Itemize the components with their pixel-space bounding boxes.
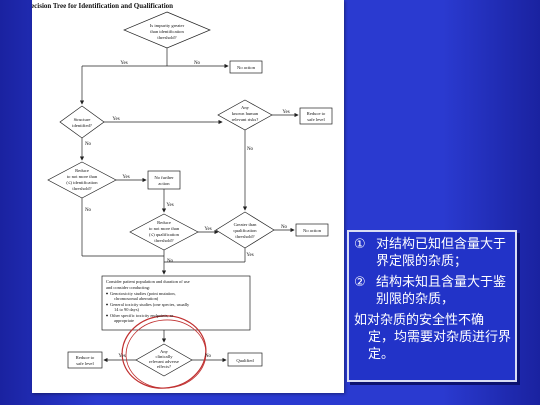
qualified-label: Qualified xyxy=(236,358,254,363)
reduce-bottom-line2: safe level xyxy=(76,361,94,366)
document-page: Decision Tree for Identification and Qua… xyxy=(32,0,344,393)
adverse-line3: relevant adverse xyxy=(149,359,179,364)
label-no-5: No xyxy=(281,225,288,230)
decision-adverse-effects xyxy=(135,343,193,377)
greater-qual-line3: threshold? xyxy=(235,234,254,239)
note-item-1: ① 对结构已知但含量大于界定限的杂质； xyxy=(354,236,511,270)
decision-structure-identified xyxy=(59,105,105,139)
reduce-top-line1: Reduce to xyxy=(307,111,326,116)
reduce-qual-line4: threshold? xyxy=(154,238,173,243)
note-item-2: ② 结构未知且含量大于鉴别限的杂质， xyxy=(354,274,511,308)
notes-box: ① 对结构已知但含量大于界定限的杂质； ② 结构未知且含量大于鉴别限的杂质， 如… xyxy=(347,230,517,382)
label-no-6: No xyxy=(167,259,174,264)
note-paragraph-rest: 定，均需要对杂质进行界定。 xyxy=(368,330,512,362)
box-no-further-action xyxy=(147,170,181,190)
structure-line2: identified? xyxy=(72,123,92,128)
diagram-title: Decision Tree for Identification and Qua… xyxy=(32,2,173,10)
reduce-qual-line1: Reduce xyxy=(157,220,171,225)
box-no-action-2 xyxy=(295,223,329,237)
box-text-line5: General toxicity studies (one species, u… xyxy=(110,302,190,308)
box-qualified xyxy=(227,352,263,367)
box-text-line1: Consider patient population and duration… xyxy=(106,279,190,284)
adverse-line4: effects? xyxy=(157,364,171,369)
note-paragraph-first: 如对杂质的安全性不确 xyxy=(354,313,485,328)
bullet-1 xyxy=(106,292,108,295)
label-yes-1: Yes xyxy=(120,61,127,66)
d1-line1: Is impurity greater xyxy=(150,23,185,28)
box-text-line3: Genotoxicity studies (point mutation, xyxy=(110,291,176,297)
label-no-2: No xyxy=(247,147,254,152)
adverse-line1: Any xyxy=(160,349,169,354)
label-no-7: No xyxy=(205,354,212,359)
label-yes-4: Yes xyxy=(122,175,129,180)
note-item-2-text: 结构未知且含量大于鉴别限的杂质， xyxy=(376,275,507,307)
adverse-line2: clinically xyxy=(155,354,173,359)
greater-qual-line1: Greater than xyxy=(234,222,258,227)
reduce-ident-line1: Reduce xyxy=(75,168,89,173)
note-item-1-text: 对结构已知但含量大于界定限的杂质； xyxy=(376,237,507,269)
reduce-top-line2: safe level xyxy=(307,117,325,122)
box-reduce-bottom xyxy=(67,351,103,369)
highlight-circle-stroke xyxy=(125,319,207,389)
label-yes-7: Yes xyxy=(246,253,253,258)
label-no-3: No xyxy=(85,142,92,147)
label-yes-2: Yes xyxy=(112,117,119,122)
box-text-line2: and consider conducting: xyxy=(106,285,150,290)
label-yes-8: Yes xyxy=(118,354,125,359)
no-further-line2: action xyxy=(158,181,170,186)
no-further-line1: No further xyxy=(154,175,174,180)
reduce-qual-line2: to not more than xyxy=(149,226,180,231)
box-no-action-1 xyxy=(229,60,263,74)
label-yes-6: Yes xyxy=(204,227,211,232)
reduce-qual-line3: (≤) qualification xyxy=(149,232,180,237)
known-line1: Any xyxy=(241,105,250,110)
note-item-2-number: ② xyxy=(354,275,366,290)
bullet-3 xyxy=(106,314,108,317)
label-no-4: No xyxy=(85,208,92,213)
reduce-bottom-line1: Reduce to xyxy=(76,355,95,360)
d1-line3: threshold? xyxy=(157,35,176,40)
reduce-ident-line4: threshold? xyxy=(72,186,91,191)
label-yes-3: Yes xyxy=(282,110,289,115)
reduce-ident-line3: (≤) identification xyxy=(66,180,98,185)
structure-line1: Structure xyxy=(74,117,91,122)
bullet-2 xyxy=(106,303,108,306)
known-line3: relevant risks? xyxy=(232,117,259,122)
no-action-2-label: No action xyxy=(303,228,322,233)
box-reduce-top xyxy=(299,107,333,125)
d1-line2: than identification xyxy=(150,29,184,34)
greater-qual-line2: qualification xyxy=(233,228,257,233)
reduce-ident-line2: to not more than xyxy=(67,174,98,179)
note-item-1-number: ① xyxy=(354,237,366,252)
decision-tree-diagram: Decision Tree for Identification and Qua… xyxy=(32,2,333,389)
known-line2: known human xyxy=(232,111,259,116)
label-no-1: No xyxy=(194,61,201,66)
box-text-line8: appropriate xyxy=(114,318,134,323)
no-action-1-label: No action xyxy=(237,65,256,70)
note-paragraph: 如对杂质的安全性不确 定，均需要对杂质进行界定。 xyxy=(354,312,511,363)
box-text-line4: chromosomal aberration) xyxy=(114,296,159,301)
box-text-line6: 14 to 90 days) xyxy=(114,307,140,312)
label-yes-5: Yes xyxy=(166,203,173,208)
box-text-line7: Other specific toxicity endpoints, as xyxy=(110,313,174,319)
